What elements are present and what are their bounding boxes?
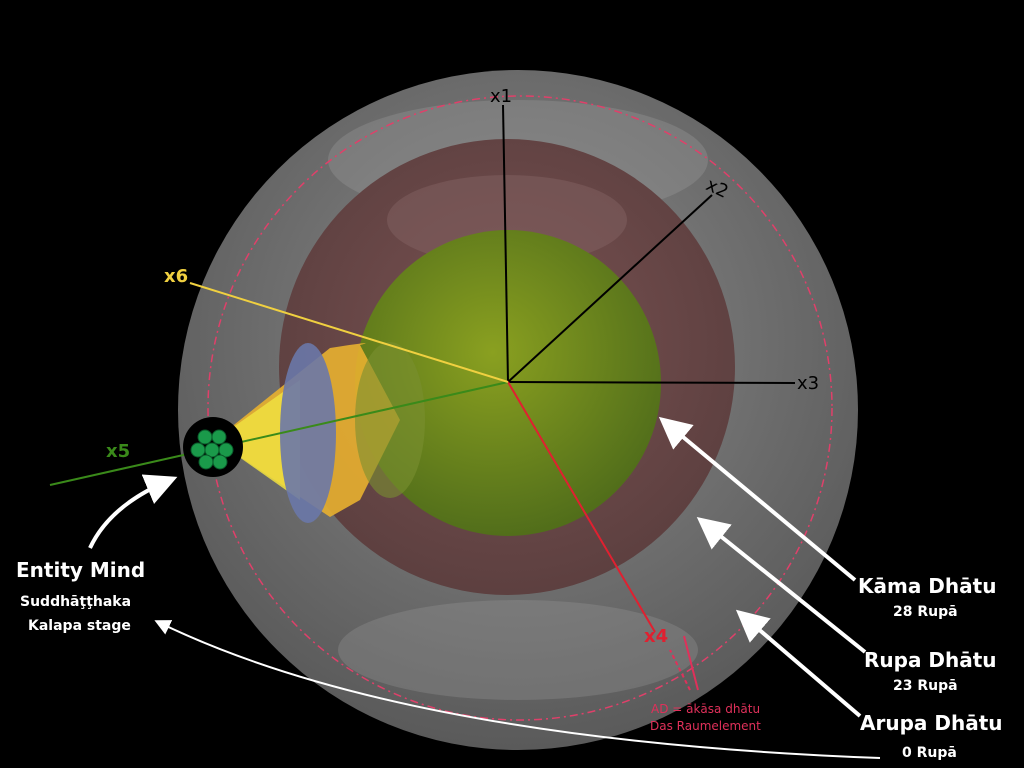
arupa-title: Arupa Dhātu	[860, 711, 1003, 735]
akasa-line1: AD = ākāsa dhātu	[651, 702, 761, 716]
entity-line2: Kalapa stage	[28, 618, 131, 634]
axis-x2	[507, 194, 713, 383]
entity-line1: Suddhāţţhaka	[20, 594, 132, 610]
axis-x1	[502, 104, 509, 383]
axis-x3-label: x3	[797, 373, 820, 394]
rupa-title: Rupa Dhātu	[864, 648, 997, 672]
cone-front	[355, 342, 425, 498]
entity-title: Entity Mind	[16, 558, 146, 582]
outer-lowlight	[338, 600, 698, 700]
axis-x3	[507, 381, 796, 384]
entity-cluster-icon	[190, 429, 234, 470]
cone-ellipse	[280, 343, 336, 523]
cone-inner	[215, 380, 300, 500]
axis-x5-label: x5	[106, 441, 131, 462]
kama-arrow	[658, 416, 857, 582]
axis-x4	[507, 381, 656, 633]
axis-x6	[189, 282, 509, 383]
kama-sub: 28 Rupā	[893, 604, 958, 620]
akasa-arrow-1	[669, 649, 691, 691]
akasa-dashed-circle	[207, 95, 833, 721]
axis-x6-label: x6	[164, 266, 189, 287]
axis-x5	[49, 381, 509, 486]
kama-title: Kāma Dhātu	[858, 574, 997, 598]
axis-x1-label: x1	[490, 86, 513, 107]
arupa-long-arrow	[154, 620, 881, 759]
rupa-arrow	[696, 516, 867, 654]
rupa-sub: 23 Rupā	[893, 678, 958, 694]
arupa-arrow	[735, 609, 862, 718]
arupa-sub: 0 Rupā	[902, 745, 957, 761]
akasa-line2: Das Raumelement	[650, 719, 761, 733]
entity-arrow	[88, 474, 178, 549]
axis-x4-label: x4	[644, 626, 669, 647]
akasa-arrow-2	[683, 635, 699, 691]
